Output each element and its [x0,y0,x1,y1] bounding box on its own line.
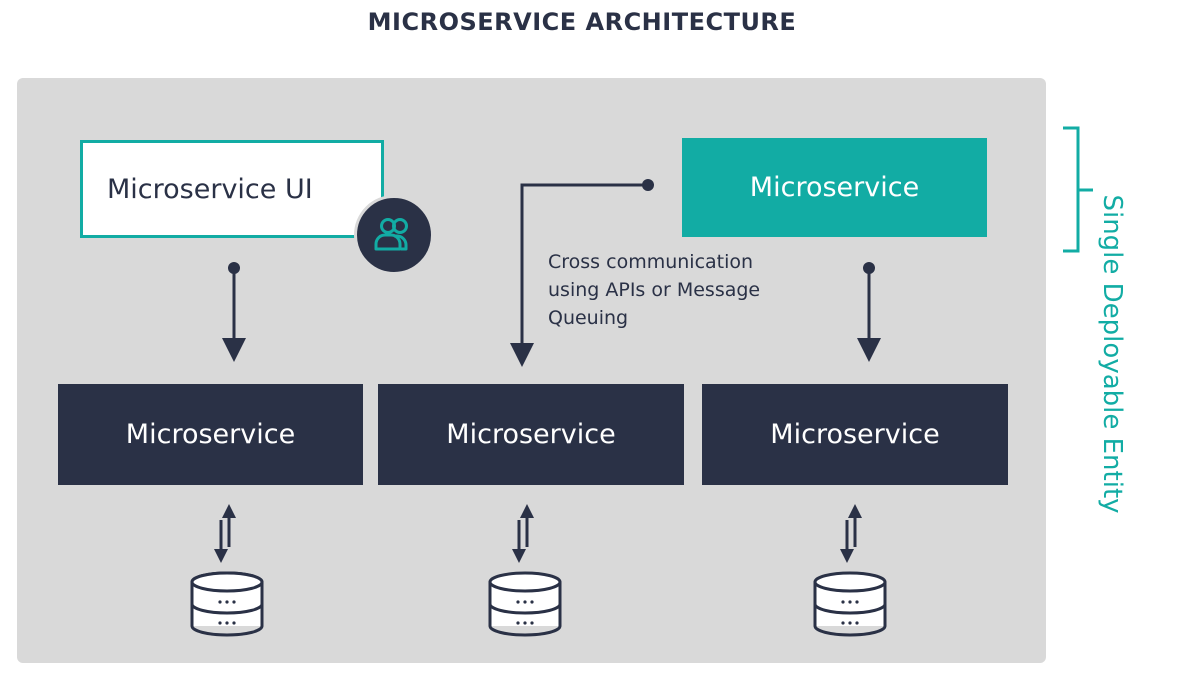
single-deployable-entity-label: Single Deployable Entity [1097,194,1127,514]
users-icon [354,195,434,275]
caption-line-3: Queuing [548,307,629,329]
microservice-box-left: Microservice [58,384,363,485]
database-icon [488,571,562,637]
top-microservice-box: Microservice [682,138,987,237]
bidirectional-arrow-icon [840,504,862,563]
bidirectional-arrow-icon [512,504,534,563]
caption-line-1: Cross communication [548,251,754,273]
bidirectional-arrow-icon [214,504,236,563]
cross-communication-caption: Cross communication using APIs or Messag… [548,248,848,332]
microservice-ui-label: Microservice UI [107,173,313,205]
arrow-down-icon [857,262,881,362]
microservice-ui-box: Microservice UI [80,140,384,238]
database-icon [813,571,887,637]
arrow-down-icon [222,262,246,362]
microservice-box-right: Microservice [702,384,1008,485]
cross-communication-arrow [510,179,654,367]
database-icon [190,571,264,637]
caption-line-2: using APIs or Message [548,279,761,301]
microservice-box-center: Microservice [378,384,684,485]
bracket-icon [1063,126,1093,253]
diagram-title: MICROSERVICE ARCHITECTURE [367,8,797,36]
